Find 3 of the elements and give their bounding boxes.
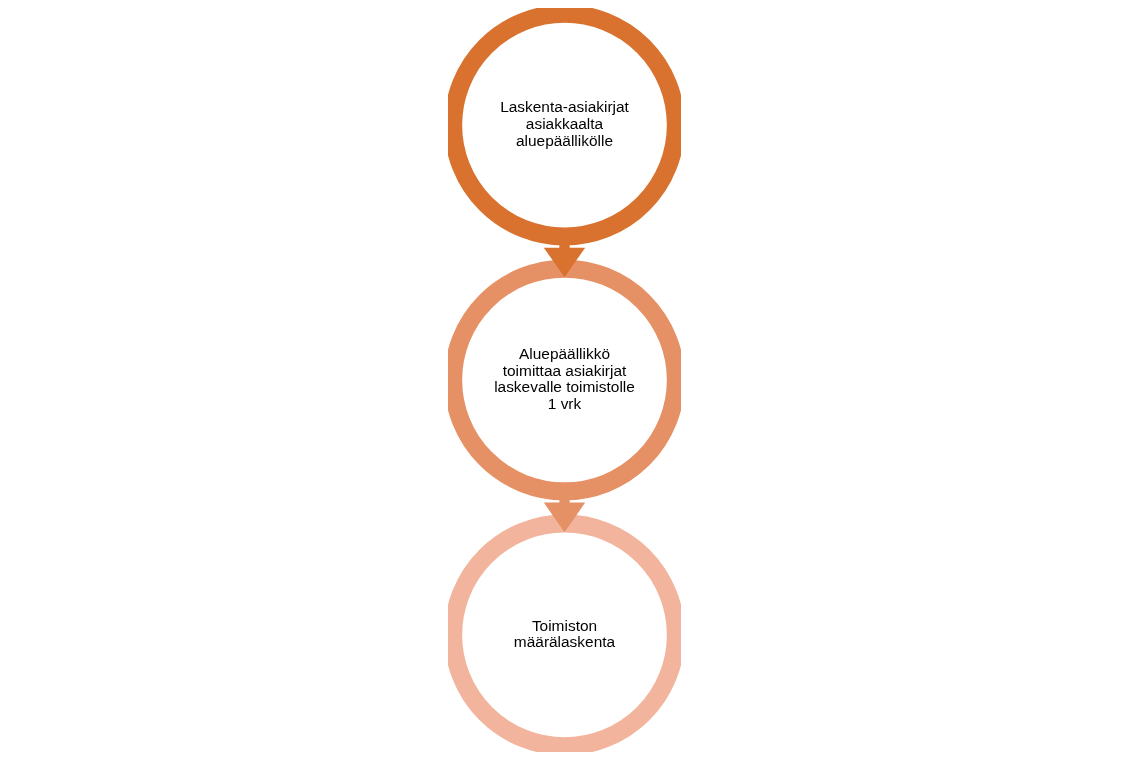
node-circle: Laskenta-asiakirjat asiakkaalta aluepäällikölle — [448, 8, 681, 246]
node-circle: Aluepäällikkö toimittaa asiakirjat laskevalle toimistolle 1 vrk — [448, 259, 681, 501]
node-circle: Toimiston määrälaskenta — [448, 514, 681, 752]
